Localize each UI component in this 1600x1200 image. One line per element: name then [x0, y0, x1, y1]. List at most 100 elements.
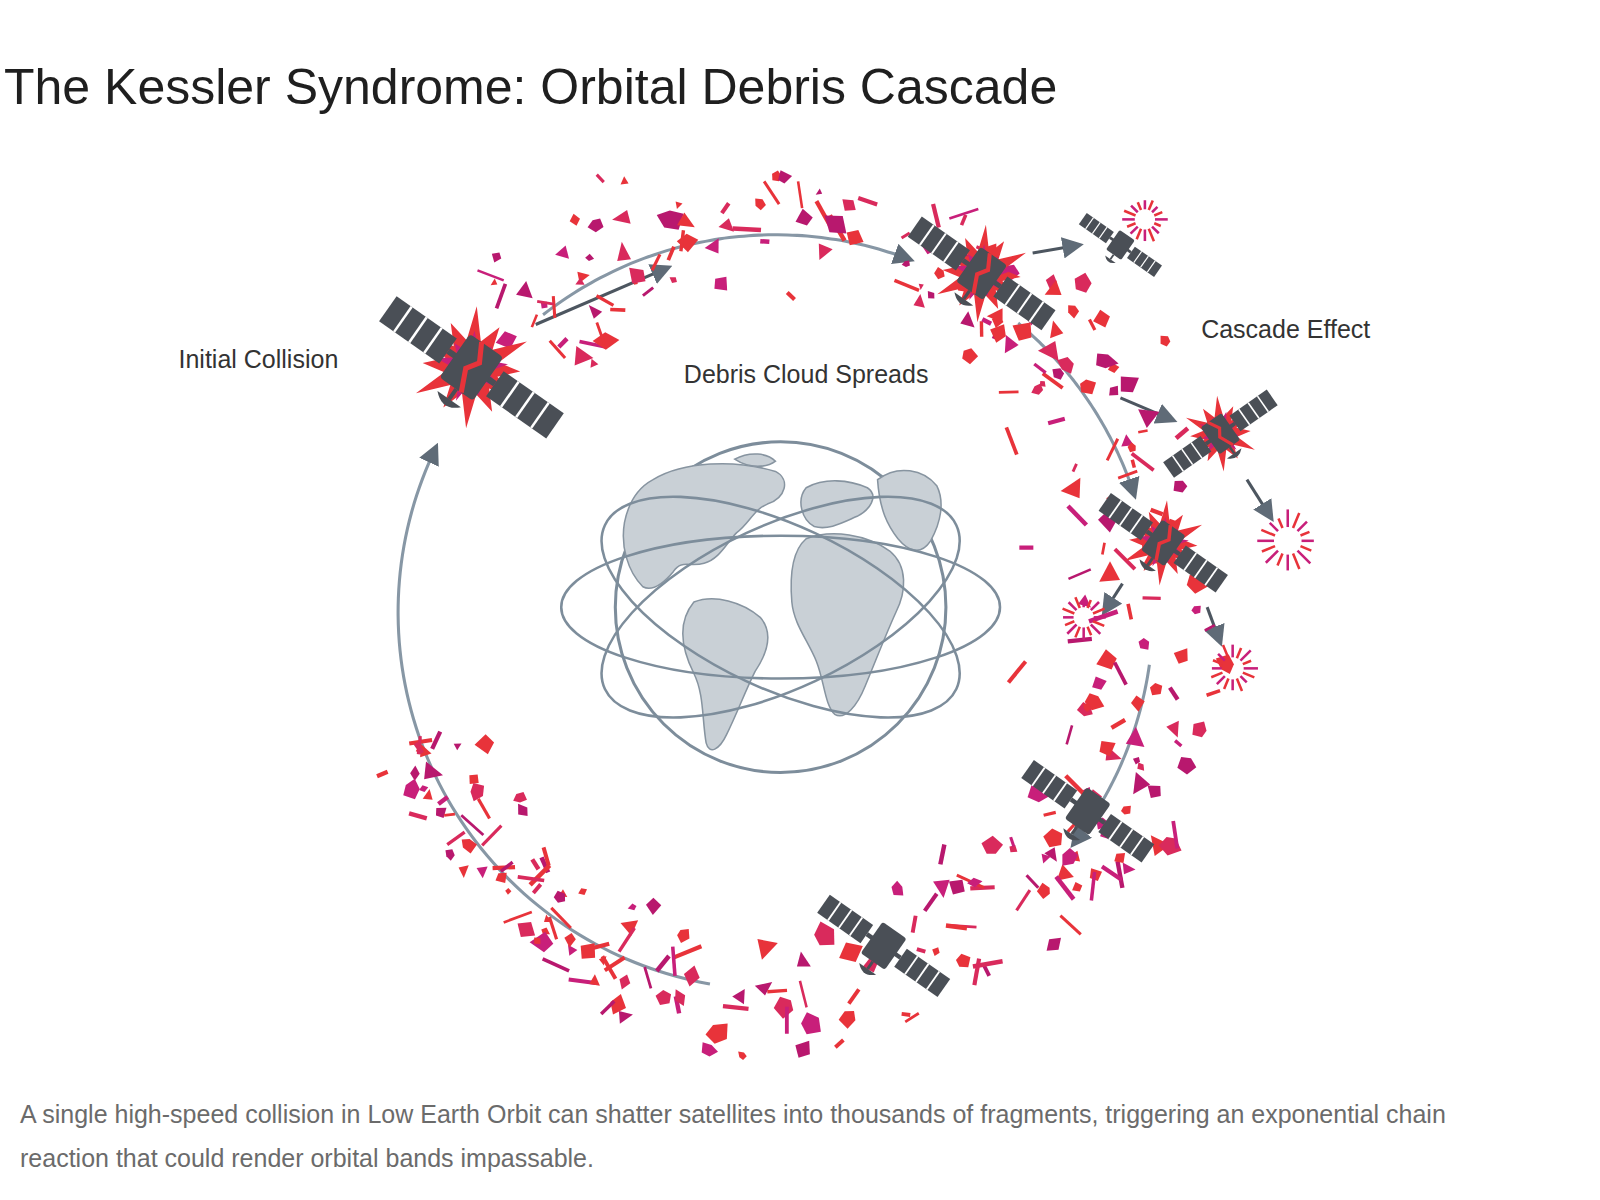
burst-ray: [1261, 530, 1275, 536]
debris-fragment: [1057, 847, 1080, 871]
orbit-ellipse: [561, 536, 1000, 679]
panel-gap: [1205, 568, 1217, 586]
debris-fragment: [566, 346, 593, 372]
debris-shard: [1111, 720, 1125, 728]
debris-fragment: [1147, 681, 1165, 699]
debris-fragment: [924, 289, 937, 302]
burst-ray: [1122, 218, 1135, 221]
debris-fragment: [753, 938, 778, 963]
burst-ray: [1270, 523, 1278, 531]
motion-arrow: [536, 267, 669, 324]
debris-shard: [537, 301, 554, 304]
debris-fragment: [791, 952, 811, 974]
dish-mast: [1110, 255, 1113, 260]
panel-gap: [1017, 293, 1031, 313]
debris-fragment: [1045, 280, 1067, 303]
debris-fragment: [474, 733, 496, 755]
fracture: [451, 342, 491, 392]
debris-fragment: [1076, 594, 1091, 611]
solar-panel: [817, 895, 873, 943]
debris-shard: [549, 917, 556, 939]
debris-fragment: [618, 176, 629, 187]
debris-fragment: [901, 260, 910, 268]
debris-shard: [1068, 639, 1092, 642]
debris-shard: [409, 813, 427, 818]
burst-ray: [1297, 522, 1306, 531]
satellite-body: [1201, 413, 1241, 454]
panel-gap: [828, 902, 841, 920]
debris-fragment: [1133, 772, 1151, 796]
panel-gap: [1032, 768, 1045, 786]
debris-burst: [1063, 597, 1106, 640]
panel-gap: [409, 317, 427, 342]
debris-shard: [1091, 872, 1094, 900]
panel-gap: [1120, 829, 1133, 847]
debris-fragment: [529, 931, 554, 953]
debris-fragment: [1035, 882, 1052, 900]
debris-fragment: [1060, 478, 1082, 500]
debris-fragment: [1126, 442, 1138, 454]
debris-shard: [962, 215, 966, 225]
debris-shard: [1102, 543, 1104, 555]
debris-fragment: [1037, 341, 1058, 363]
burst-ray: [1257, 540, 1274, 543]
debris-shard: [798, 181, 802, 208]
burst-ray: [1144, 200, 1147, 209]
debris-shard: [933, 204, 939, 228]
debris-shard: [597, 175, 604, 183]
debris-shard: [974, 959, 979, 986]
stage-label: Cascade Effect: [1198, 314, 1373, 345]
debris-fragment: [737, 1052, 747, 1061]
debris-shard: [619, 928, 634, 952]
debris-fragment: [1042, 933, 1066, 956]
orbit-arrows: [398, 235, 1271, 984]
debris-shard: [1056, 877, 1074, 900]
solar-panel: [486, 371, 564, 438]
debris-shard: [415, 743, 422, 753]
fracture: [965, 253, 997, 293]
debris-fragment: [410, 765, 420, 781]
burst-ray: [1154, 223, 1161, 226]
debris-fragment: [918, 284, 924, 290]
debris-fragment: [612, 208, 635, 231]
debris-shard: [673, 947, 675, 976]
europe: [801, 481, 873, 528]
debris-shard: [902, 233, 910, 238]
debris-shard: [438, 797, 447, 804]
debris-shard: [835, 1040, 843, 1047]
debris-shard: [532, 859, 538, 869]
stage-label: Debris Cloud Spreads: [681, 359, 932, 390]
debris-shard: [652, 254, 660, 270]
debris-fragment: [1076, 375, 1099, 398]
debris-fragment: [1166, 721, 1185, 740]
debris-shard: [1019, 546, 1033, 550]
debris-fragment: [577, 886, 589, 897]
burst-ray: [1082, 627, 1085, 639]
debris-fragment: [838, 194, 860, 215]
debris-shard: [589, 944, 609, 949]
satellite-body: [1065, 787, 1111, 835]
panel-gap: [424, 328, 442, 353]
debris-shard: [1089, 319, 1094, 329]
debris-shard: [1044, 812, 1056, 815]
debris-shard: [1143, 596, 1161, 600]
burst-ray: [1155, 218, 1168, 221]
debris-fragment: [1136, 637, 1152, 653]
debris-shard: [645, 967, 651, 988]
debris-shard: [1138, 430, 1147, 432]
debris-fragment: [967, 877, 983, 888]
burst-ray: [1231, 679, 1234, 690]
dish: [1060, 828, 1080, 844]
motion-arrow: [1033, 245, 1080, 253]
panel-gap: [1131, 837, 1144, 855]
stage-label: Initial Collision: [176, 344, 342, 375]
debris-fragment: [646, 898, 662, 916]
burst-ray: [1300, 532, 1309, 536]
debris-shard: [1170, 688, 1178, 700]
debris-fragment: [468, 783, 486, 804]
debris-fragment: [627, 903, 638, 912]
debris-fragment: [1124, 727, 1151, 754]
debris-shard: [1118, 861, 1123, 888]
debris-fragment: [755, 982, 775, 997]
dish: [1137, 559, 1156, 575]
